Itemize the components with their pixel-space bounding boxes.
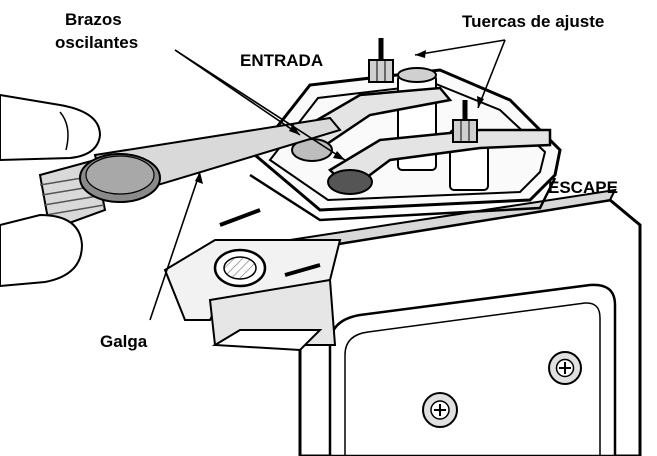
- label-adjust-nuts: Tuercas de ajuste: [462, 12, 604, 31]
- adjust-nut-intake: [368, 38, 394, 83]
- exhaust-rocker-arm: [327, 128, 552, 195]
- callout-lines: [149, 39, 506, 321]
- adjust-nut-exhaust: [452, 100, 478, 143]
- cover-screw: [422, 392, 458, 428]
- cylinder-head: [287, 188, 642, 456]
- label-feeler-gauge: Galga: [100, 332, 148, 351]
- hand: [0, 93, 102, 288]
- label-rocker-arms-line1: Brazos: [65, 10, 122, 29]
- feeler-gauge: [38, 116, 342, 232]
- push-rod-guide: [163, 208, 342, 352]
- label-exhaust: ESCAPE: [548, 178, 618, 197]
- cover-screw: [548, 351, 582, 385]
- arrowheads: [195, 50, 484, 184]
- label-rocker-arms-line2: oscilantes: [55, 33, 138, 52]
- label-intake: ENTRADA: [240, 51, 323, 70]
